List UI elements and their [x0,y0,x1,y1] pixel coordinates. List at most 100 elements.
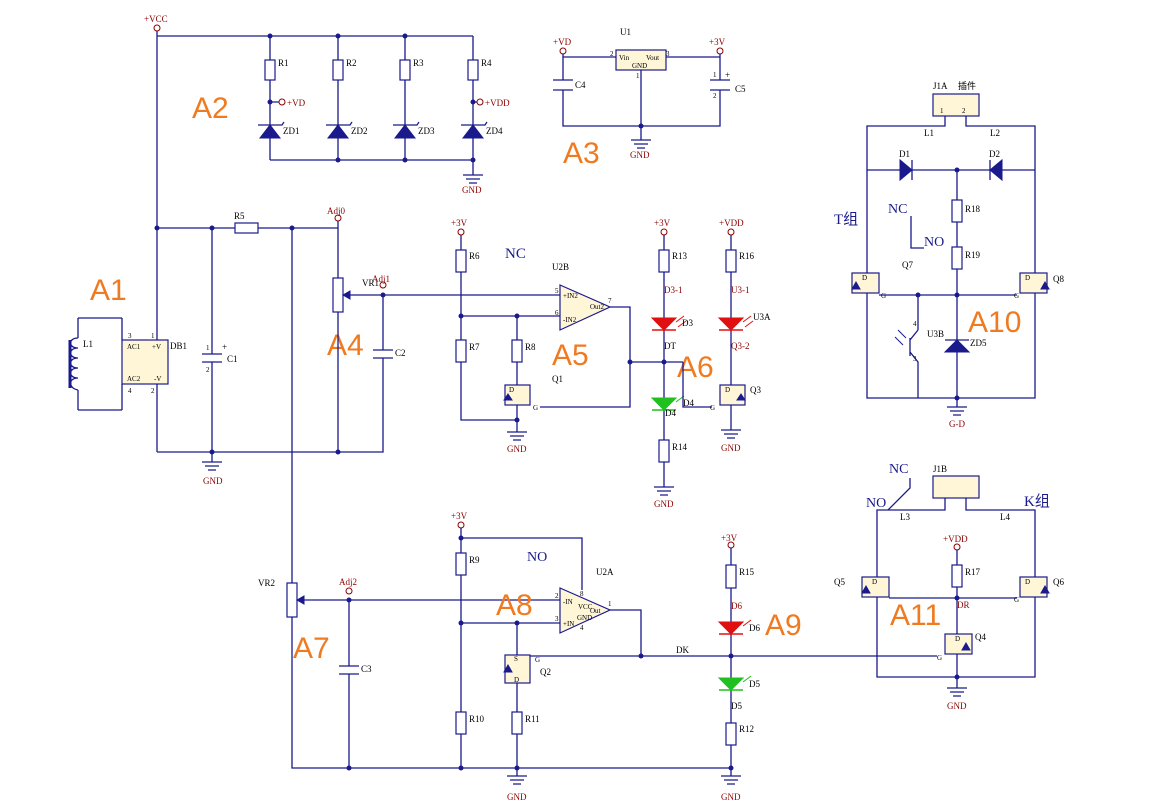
svg-text:VCC: VCC [578,603,593,611]
svg-text:GND: GND [630,150,650,160]
svg-text:R19: R19 [965,250,981,260]
label-a8: A8 [496,589,533,622]
vcc-rail: +VCC [144,14,473,228]
svg-text:D3: D3 [682,318,693,328]
svg-text:J1A: J1A [933,81,948,91]
label-a5: A5 [552,339,589,372]
svg-text:D4: D4 [683,398,694,408]
opamp-u2a [559,587,612,634]
label-a2: A2 [192,92,229,125]
svg-text:Q3-2: Q3-2 [731,341,750,351]
connector-j1a [932,93,980,117]
mosfet-q8 [1019,272,1048,294]
label-a7: A7 [293,632,330,665]
svg-text:R8: R8 [525,342,536,352]
opamp-u2b [559,284,612,331]
svg-text:2: 2 [713,92,717,100]
zener-zd4 [461,124,485,139]
note-k-group: K组 [1024,493,1050,510]
svg-text:Q3: Q3 [750,385,761,395]
label-l1: L1 [83,339,93,349]
svg-text:3: 3 [913,355,917,363]
label-a11: A11 [890,599,941,632]
svg-text:ZD5: ZD5 [970,338,987,348]
svg-text:GND: GND [507,792,527,802]
led-d4 [650,397,678,411]
section-a8: A8 NO +3V R9 R10 R11 -IN +IN Out VCC GND… [451,511,731,802]
svg-text:G-D: G-D [949,419,965,429]
note-no-a10: NO [924,235,944,250]
diode-d1 [899,158,913,182]
svg-text:L2: L2 [990,128,1000,138]
svg-text:+3V: +3V [654,218,671,228]
svg-text:GND: GND [462,185,482,195]
svg-text:R13: R13 [672,251,688,261]
svg-text:DK: DK [676,645,689,655]
zener-zd5 [943,339,971,353]
label-a10: A10 [968,306,1021,339]
svg-text:R9: R9 [469,555,480,565]
pin-ac2: AC2 [127,375,141,383]
svg-text:1: 1 [206,344,210,352]
svg-text:2: 2 [555,592,559,600]
svg-text:R1: R1 [278,58,289,68]
svg-text:D: D [955,635,960,643]
svg-text:Vin: Vin [619,54,630,62]
svg-text:L4: L4 [1000,512,1010,522]
svg-text:S: S [514,655,518,663]
resistor-r1 [264,59,276,81]
svg-text:D6: D6 [749,623,760,633]
label-vdd-a2: +VDD [485,98,510,108]
section-a5: A5 NC +3V R6 R7 R8 +IN2 -IN2 Out2 U2B 56… [451,218,683,454]
svg-text:6: 6 [555,309,559,317]
zener-zd2 [326,124,350,139]
resistor-r2 [332,59,344,81]
svg-text:G: G [535,656,540,664]
svg-text:R15: R15 [739,567,755,577]
svg-text:ZD2: ZD2 [351,126,368,136]
svg-text:G: G [1014,292,1019,300]
svg-text:2: 2 [206,366,210,374]
svg-text:Q8: Q8 [1053,274,1064,284]
resistor-r4 [467,59,479,81]
svg-text:C4: C4 [575,80,586,90]
zener-zd1 [258,124,282,139]
svg-text:插件: 插件 [958,80,976,91]
svg-text:D5: D5 [731,701,742,711]
label-a1: A1 [90,274,127,307]
led-d3 [650,317,678,331]
label-a9: A9 [765,609,802,642]
svg-text:DR: DR [957,600,970,610]
svg-text:+IN: +IN [563,620,574,628]
svg-text:1: 1 [636,72,640,80]
svg-text:R3: R3 [413,58,424,68]
svg-text:ZD4: ZD4 [486,126,503,136]
svg-text:+: + [222,342,227,352]
svg-text:ZD1: ZD1 [283,126,300,136]
svg-text:D1: D1 [899,149,910,159]
svg-text:Adj0: Adj0 [327,206,346,216]
section-a6: A6 +3V R13 D3-1 D3 DT D4 D4 R14 GND +VDD… [650,218,771,509]
section-a2: A2 R1 R2 R3 R4 ZD1 ZD2 ZD3 ZD4 +VD +VDD [192,33,510,195]
connector-j1b [932,475,980,499]
svg-text:Out: Out [590,607,601,615]
svg-text:R2: R2 [346,58,357,68]
svg-text:R17: R17 [965,567,981,577]
svg-text:+3V: +3V [721,533,738,543]
label-db1: DB1 [170,341,187,351]
svg-text:D4: D4 [665,408,676,418]
svg-text:G: G [533,404,538,412]
svg-text:D: D [1025,578,1030,586]
svg-text:3: 3 [128,332,132,340]
pin-minus-v: -V [154,375,161,383]
note-no-a11: NO [866,496,886,511]
svg-text:+VD: +VD [553,37,572,47]
svg-text:D: D [1025,274,1030,282]
potentiometer-vr2 [286,582,298,618]
svg-text:U3A: U3A [753,312,771,322]
svg-text:D3-1: D3-1 [664,285,683,295]
svg-text:VR1: VR1 [362,278,379,288]
svg-text:D: D [514,676,519,684]
resistor-r5 [234,222,259,234]
